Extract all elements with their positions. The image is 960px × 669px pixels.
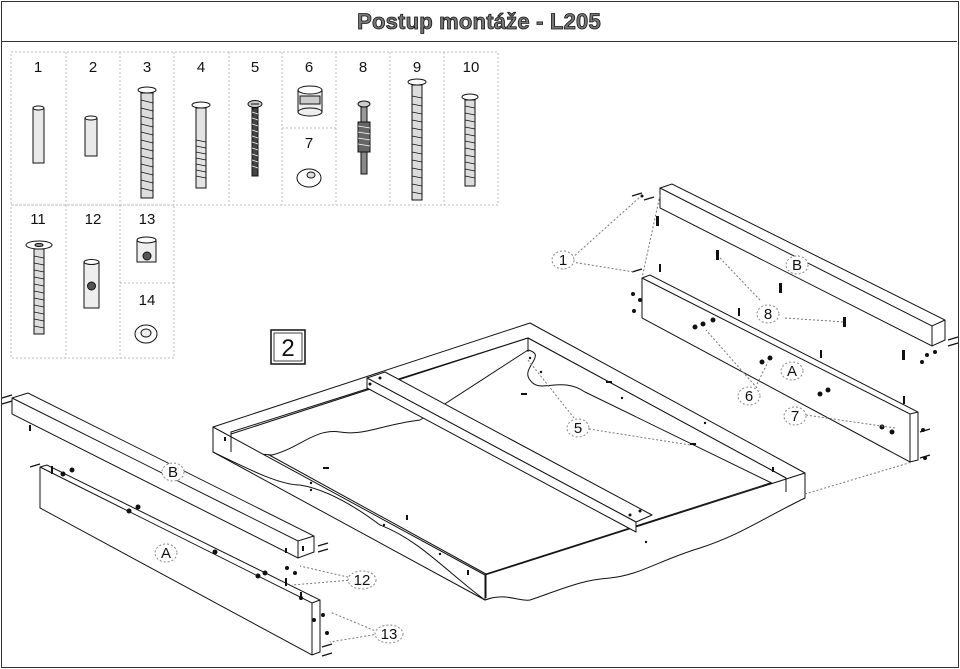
- part-number: 1: [34, 59, 42, 76]
- callout-bubble: [374, 624, 404, 644]
- callout-bubble: [161, 462, 185, 482]
- leader-lines: [291, 194, 913, 643]
- part-number: 8: [359, 59, 367, 76]
- callout-bubble: [551, 250, 575, 270]
- callout-bubble: [566, 418, 590, 438]
- callout-1: 1: [559, 252, 567, 269]
- callout-bubble: [347, 570, 377, 590]
- part-number: 12: [85, 211, 102, 228]
- part-number: 5: [251, 59, 259, 76]
- part-number: 2: [89, 59, 97, 76]
- callout-7: 7: [791, 408, 799, 425]
- part-number: 3: [143, 59, 151, 76]
- threaded-bolt-icon: [461, 93, 479, 187]
- callout-a-left: A: [161, 545, 171, 562]
- callout-texts: 1 B 8 A 6 7 5 B A 12 13: [161, 252, 802, 643]
- panel-a-right: [641, 274, 919, 463]
- cam-bolt-icon: [357, 100, 371, 175]
- cam-cover-icon: [296, 168, 322, 188]
- cross-dowel-icon: [136, 236, 157, 263]
- parts-numbers: 1 2 3 4 5 6 7 8 9 10 11 12 13 14: [30, 59, 479, 309]
- title-bar: Postup montáže - L205: [1, 1, 957, 42]
- part-number: 14: [139, 292, 156, 309]
- callout-b-right: B: [792, 257, 802, 274]
- callout-bubble: [785, 255, 809, 275]
- cam-lock-icon: [297, 85, 323, 117]
- callout-bubble: [737, 386, 761, 406]
- step-number: 2: [281, 335, 294, 362]
- part-number: 7: [305, 135, 313, 152]
- part-number: 13: [139, 211, 156, 228]
- left-panel-pins: [1, 394, 333, 657]
- part-number: 9: [413, 59, 421, 76]
- connector-bolt-icon: [191, 101, 211, 189]
- part-number: 6: [305, 59, 313, 76]
- callout-bubble: [780, 361, 804, 381]
- part-number: 4: [197, 59, 205, 76]
- flat-head-bolt-icon: [25, 240, 53, 335]
- callout-5: 5: [574, 420, 582, 437]
- callout-6: 6: [745, 388, 753, 405]
- parts-table: [10, 51, 499, 359]
- bed-frame-assembly: [212, 322, 806, 601]
- part-number: 11: [30, 211, 46, 228]
- callout-bubble: [154, 543, 178, 563]
- left-panel-hardware: [29, 425, 329, 635]
- callout-b-left: B: [168, 464, 178, 481]
- part-number: 10: [463, 59, 480, 76]
- long-bolt-icon: [137, 86, 157, 199]
- callout-a-right: A: [787, 363, 797, 380]
- step-indicator: 2: [270, 329, 306, 365]
- barrel-nut-icon: [83, 259, 100, 309]
- long-screw-icon: [407, 78, 427, 201]
- right-panel-hardware: [631, 194, 937, 460]
- wood-screw-icon: [247, 100, 263, 177]
- callout-12: 12: [354, 572, 371, 589]
- cap-icon: [134, 324, 158, 344]
- right-panel-pins: [631, 192, 959, 459]
- callout-bubble: [756, 304, 780, 324]
- callout-bubble: [783, 406, 807, 426]
- callout-13: 13: [381, 626, 398, 643]
- callout-labels: [154, 250, 809, 644]
- page-title: Postup montáže - L205: [357, 9, 601, 35]
- short-dowel-icon: [84, 115, 98, 157]
- wooden-dowel-icon: [32, 105, 45, 164]
- frame-holes: [224, 356, 774, 575]
- callout-8: 8: [764, 306, 772, 323]
